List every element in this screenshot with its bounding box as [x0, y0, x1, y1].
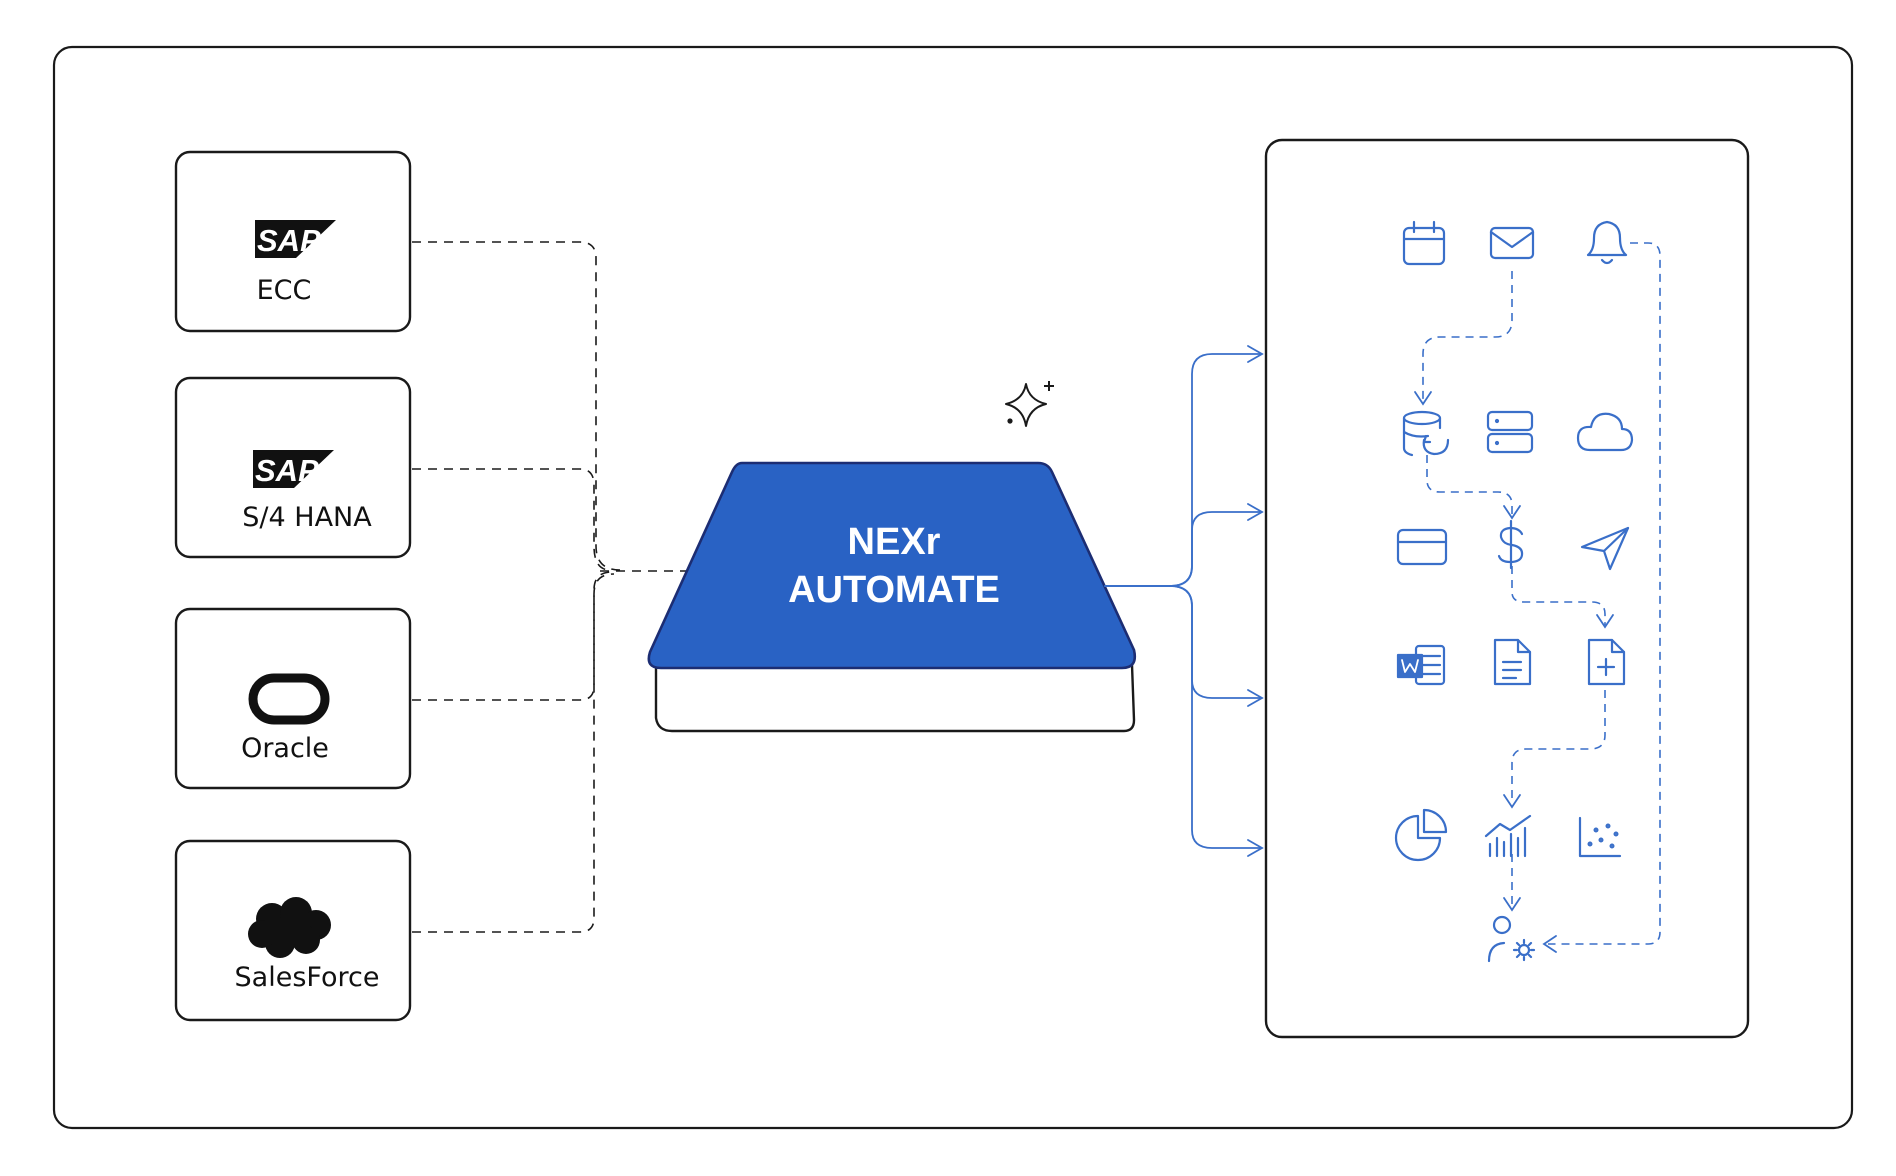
- cloud-icon: [1578, 414, 1632, 450]
- oracle-logo-icon: [248, 673, 330, 725]
- mail-icon: [1491, 228, 1533, 258]
- source-card-oracle: Oracle: [174, 607, 412, 790]
- salesforce-cloud-icon: [248, 897, 331, 958]
- bell-icon: [1588, 222, 1626, 263]
- source-label-oracle: Oracle: [241, 733, 329, 764]
- hub-title-line1: NEXr: [848, 521, 941, 563]
- server-icon: [1488, 412, 1532, 452]
- word-document-icon: [1398, 646, 1444, 684]
- hub-automate: NEXr AUTOMATE: [647, 461, 1137, 733]
- capability-flow-arrowheads: [1414, 391, 1614, 953]
- add-document-icon: [1589, 640, 1624, 684]
- send-icon: [1582, 528, 1628, 569]
- sap-logo-text: SAP: [255, 453, 319, 488]
- pie-chart-icon: [1396, 810, 1446, 860]
- bar-trend-chart-icon: [1486, 816, 1530, 856]
- sap-logo-icon: SAP: [255, 220, 336, 258]
- source-card-sap-s4hana: SAP S/4 HANA: [174, 376, 412, 559]
- hub-base-tray: [654, 664, 1136, 733]
- database-sync-icon: [1402, 410, 1448, 455]
- hub-trapezoid: [647, 461, 1137, 670]
- source-connectors: [412, 241, 690, 933]
- output-connectors: [1104, 345, 1264, 857]
- capability-flow: [1422, 242, 1661, 945]
- calendar-icon: [1404, 222, 1444, 264]
- sap-logo-text: SAP: [257, 223, 321, 258]
- capability-panel: [1264, 138, 1750, 1039]
- source-card-salesforce: SalesForce: [174, 839, 412, 1022]
- dollar-icon: [1499, 521, 1522, 568]
- scatter-chart-icon: [1580, 818, 1620, 856]
- sap-logo-icon: SAP: [253, 450, 334, 488]
- source-label-salesforce: SalesForce: [235, 962, 380, 993]
- credit-card-icon: [1398, 530, 1446, 564]
- source-label-s4hana: S/4 HANA: [242, 502, 372, 533]
- sparkle-icon: [1005, 381, 1054, 427]
- hub-title-line2: AUTOMATE: [788, 569, 1000, 611]
- user-settings-icon: [1489, 917, 1534, 961]
- document-icon: [1495, 640, 1530, 684]
- source-card-sap-ecc: SAP ECC: [174, 150, 412, 333]
- source-label-ecc: ECC: [257, 275, 312, 306]
